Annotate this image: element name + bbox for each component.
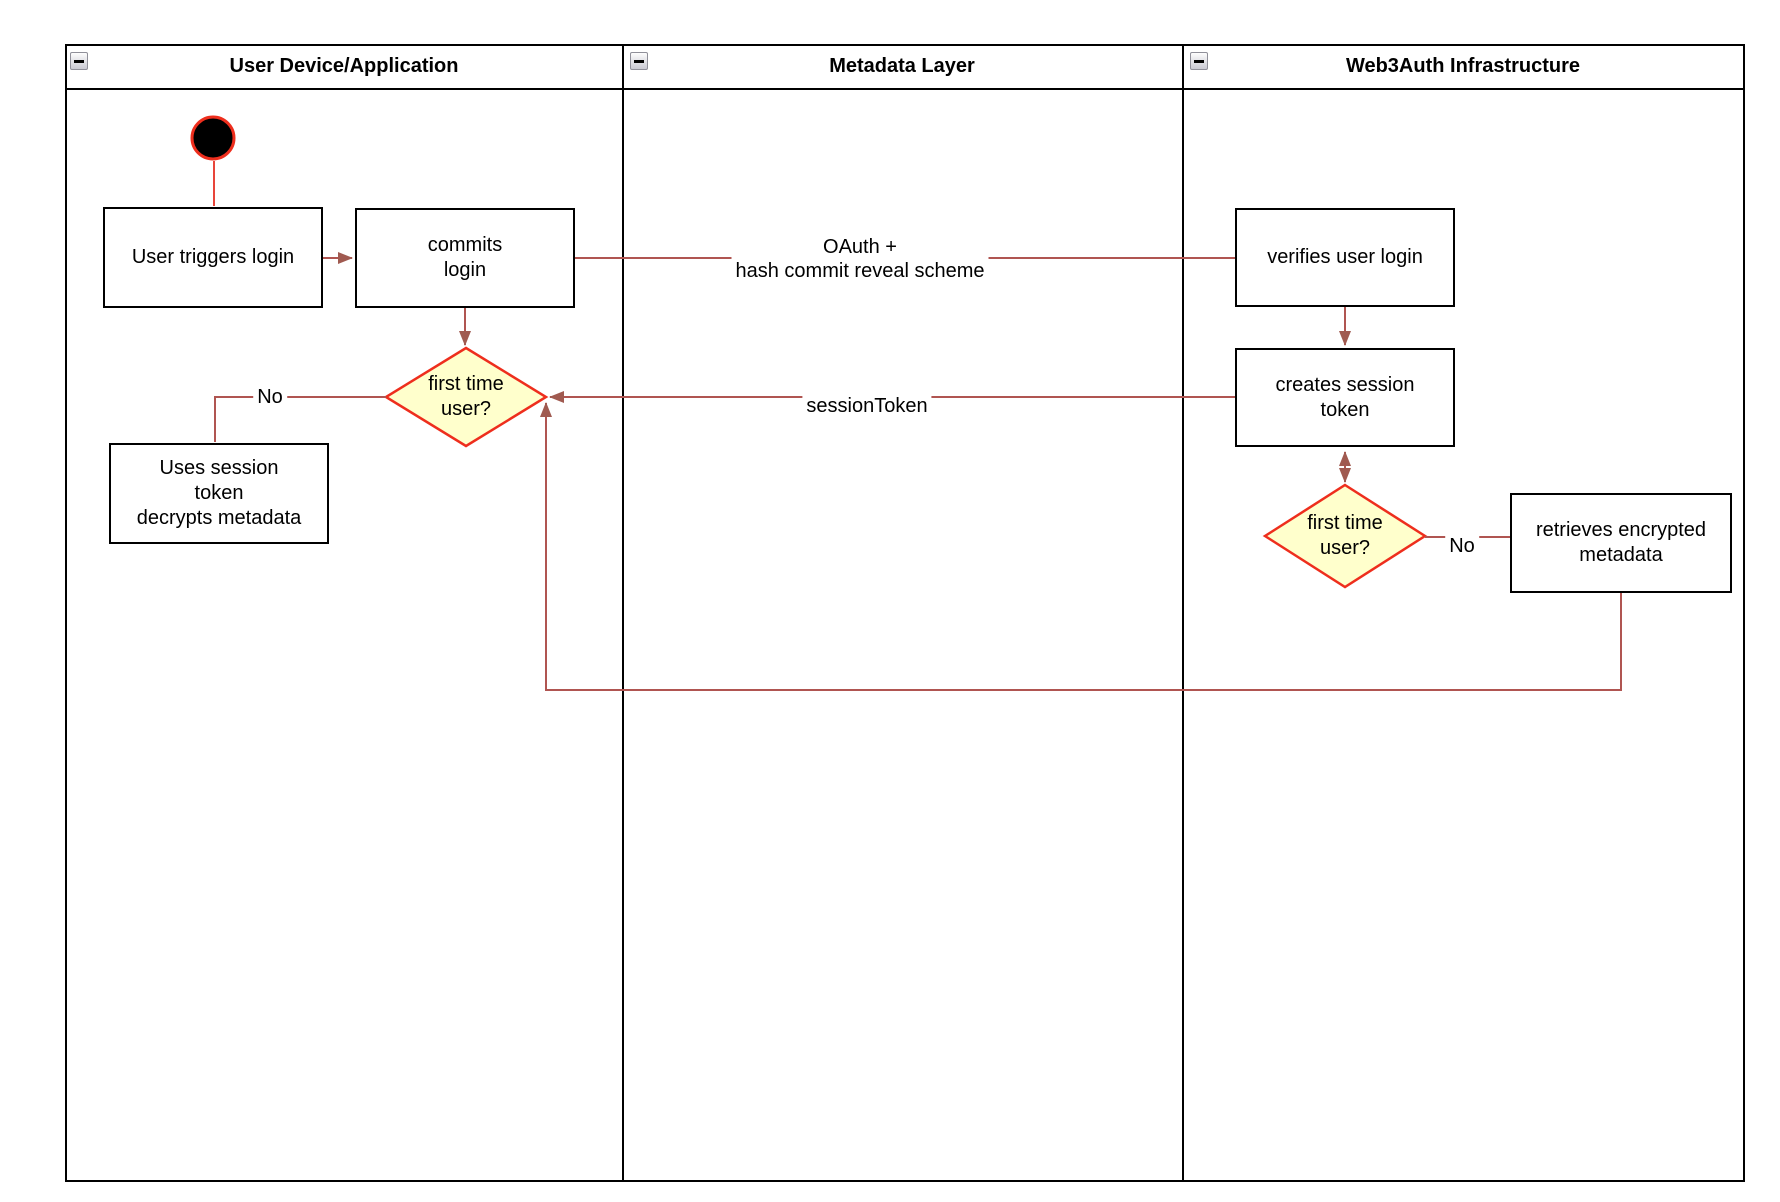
edge-label-no-device: No: [253, 385, 287, 409]
pool-border: [65, 44, 1745, 1182]
edge-decision-no-to-uses-session: [214, 396, 386, 442]
edge-label-no-infra: No: [1445, 534, 1479, 558]
lane-title-metadata: Metadata Layer: [623, 44, 1181, 88]
decision-label-first-time-user-infra: first time user?: [1307, 512, 1383, 559]
minus-icon: [1194, 59, 1204, 63]
lane-divider: [1182, 44, 1184, 1182]
node-verifies-user-login: verifies user login: [1235, 208, 1455, 307]
initial-state-node: [190, 115, 236, 161]
decision-label-first-time-user-device: first time user?: [428, 373, 504, 420]
node-creates-session-token: creates session token: [1235, 348, 1455, 447]
collapse-lane-button[interactable]: [630, 52, 648, 70]
lane-title-web3auth: Web3Auth Infrastructure: [1183, 44, 1743, 88]
decision-first-time-user-device: [383, 346, 549, 448]
minus-icon: [634, 59, 644, 63]
edge-label-sessiontoken: sessionToken: [802, 394, 932, 418]
minus-icon: [74, 59, 84, 63]
collapse-lane-button[interactable]: [1190, 52, 1208, 70]
lane-title-text: Web3Auth Infrastructure: [1345, 54, 1581, 77]
node-commits-login: commits login: [355, 208, 575, 308]
collapse-lane-button[interactable]: [70, 52, 88, 70]
node-user-triggers-login: User triggers login: [103, 207, 323, 308]
lane-title-text: Metadata Layer: [829, 54, 975, 77]
edge-retrieves-feedback-to-decision: [540, 402, 1622, 691]
decision-first-time-user-infra: [1262, 483, 1428, 589]
lane-header-underline: [65, 88, 1745, 90]
node-uses-session-token: Uses session token decrypts metadata: [109, 443, 329, 544]
lane-divider: [622, 44, 624, 1182]
node-retrieves-encrypted-metadata: retrieves encrypted metadata: [1510, 493, 1732, 593]
edge-label-oauth: OAuth + hash commit reveal scheme: [731, 235, 989, 283]
lane-title-user-device: User Device/Application: [67, 44, 621, 88]
lane-title-text: User Device/Application: [229, 54, 459, 77]
